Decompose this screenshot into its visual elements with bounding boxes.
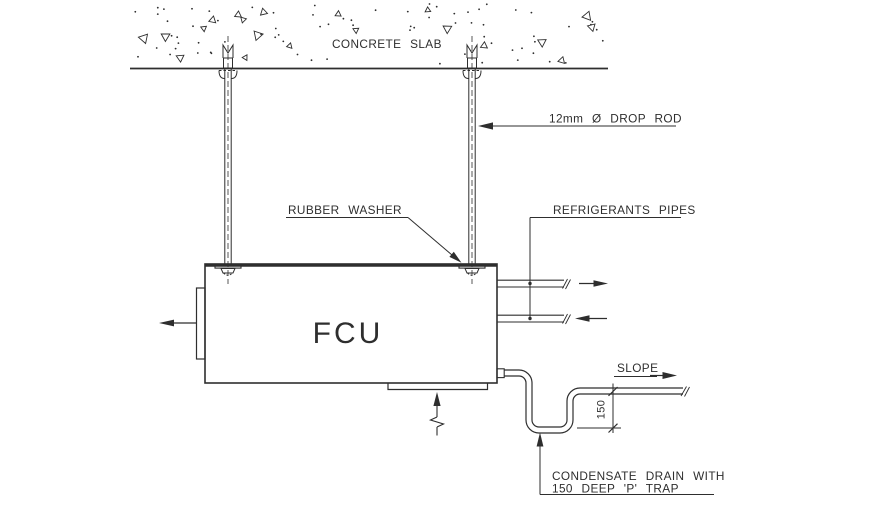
trap-depth-value: 150 [596, 400, 608, 420]
anchor-bolt-icon [218, 43, 238, 79]
pipe-cut-icon [680, 386, 690, 397]
leader-arrow-icon [478, 122, 493, 130]
leader-arrow-icon [449, 251, 462, 263]
pipe-cut-icon [562, 278, 571, 290]
return-flow-arrow-icon [575, 315, 607, 322]
airflow-up-arrow-icon [428, 392, 446, 436]
slope-label: SLOPE [617, 361, 658, 375]
condensate-label-line1: CONDENSATE DRAIN WITH [552, 469, 725, 483]
drop-rod-right [462, 36, 482, 284]
leader-line [407, 217, 453, 256]
refrigerant-pipe-return [497, 313, 571, 325]
supply-air-arrow-icon [159, 319, 197, 327]
fcu-drain-pan [387, 383, 489, 391]
fcu-label: FCU [313, 317, 384, 350]
slope-arrow-icon [662, 372, 677, 379]
drain-stub-fitting [496, 368, 505, 379]
drop-rod-left [218, 36, 238, 284]
anchor-bolt-icon [462, 43, 482, 79]
supply-flow-arrow-icon [579, 280, 608, 287]
trap-depth-dimension: 150 [577, 383, 621, 433]
fcu-unit: FCU [195, 263, 498, 391]
slab-hatch-pattern [134, 3, 604, 65]
slope-callout: SLOPE [614, 361, 677, 379]
condensate-trap [496, 368, 690, 434]
condensate-drain-callout: CONDENSATE DRAIN WITH 150 DEEP 'P' TRAP [536, 432, 725, 496]
concrete-slab-label: CONCRETE SLAB [332, 37, 442, 51]
drop-rod-label: 12mm Ø DROP ROD [549, 112, 682, 126]
rubber-washer-label: RUBBER WASHER [288, 203, 402, 217]
drop-rod-callout: 12mm Ø DROP ROD [478, 112, 682, 130]
condensate-label-line2: 150 DEEP 'P' TRAP [552, 482, 679, 496]
leader-arrow-icon [536, 432, 544, 447]
refrigerants-pipes-label: REFRIGERANTS PIPES [553, 203, 696, 217]
fcu-side-panel [195, 287, 206, 360]
refrigerant-pipe-supply [497, 278, 571, 290]
rubber-washer-callout: RUBBER WASHER [286, 203, 462, 263]
dim-tick [608, 423, 618, 433]
rubber-washer-right-icon [458, 263, 486, 276]
dim-tick [608, 386, 618, 397]
rubber-washer-left-icon [214, 263, 242, 276]
refrigerants-pipes-callout: REFRIGERANTS PIPES [528, 203, 696, 321]
concrete-slab: CONCRETE SLAB [130, 3, 608, 70]
break-symbol-icon [428, 416, 446, 428]
pipe-cut-icon [562, 313, 571, 325]
